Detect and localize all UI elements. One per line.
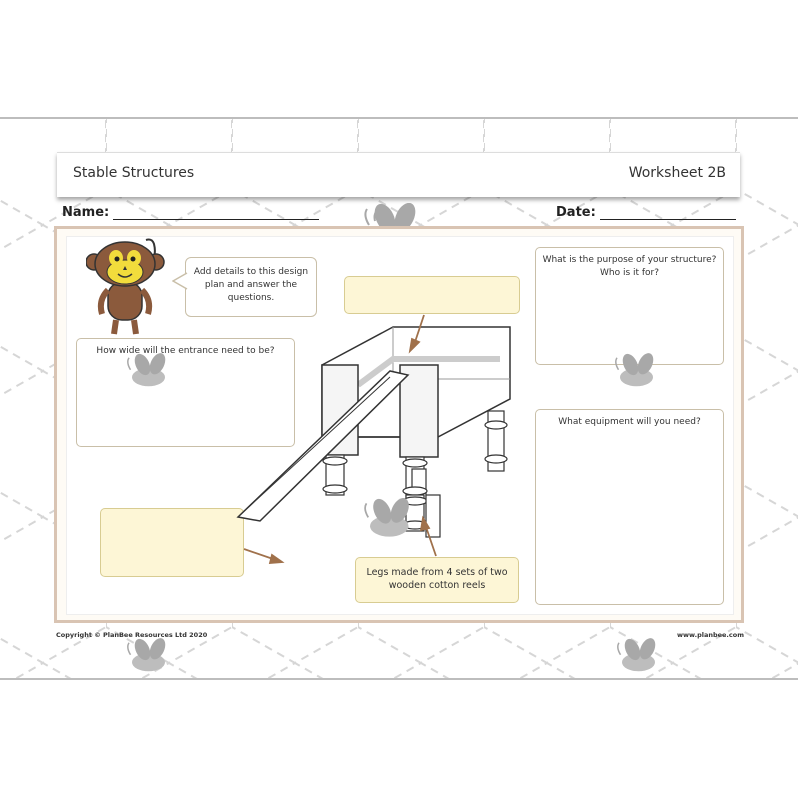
date-line[interactable] (599, 207, 736, 220)
bee-watermark-icon (617, 638, 656, 672)
blank-note-box-left[interactable] (100, 508, 244, 577)
legs-note-box[interactable]: Legs made from 4 sets of two wooden cott… (355, 557, 519, 603)
bee-watermark-icon (127, 638, 166, 672)
legs-note-text: Legs made from 4 sets of two wooden cott… (366, 567, 508, 591)
instructions-text: Add details to this design plan and answ… (193, 267, 309, 303)
speech-bubble-tail (172, 272, 188, 290)
worksheet-number: Worksheet 2B (628, 165, 726, 181)
stable-structure-drawing (236, 326, 511, 538)
name-label: Name: (62, 205, 110, 220)
date-label: Date: (556, 205, 596, 220)
title-bar: Stable Structures Worksheet 2B (57, 152, 740, 197)
bee-watermark-icon (364, 498, 409, 537)
equipment-question-text: What equipment will you need? (558, 417, 701, 427)
instructions-speech-bubble: Add details to this design plan and answ… (185, 257, 317, 317)
bee-watermark-icon (127, 353, 166, 387)
worksheet: Stable Structures Worksheet 2B Name: Dat… (0, 117, 798, 680)
purpose-question-text: What is the purpose of your structure? W… (542, 255, 717, 278)
arrow-lines (243, 314, 437, 565)
website-link[interactable]: www.planbee.com (677, 631, 744, 639)
page-title: Stable Structures (73, 165, 195, 181)
monkey-mascot-icon (86, 238, 165, 335)
date-field[interactable]: Date: (556, 205, 736, 220)
bee-watermark-icon (615, 353, 654, 387)
name-field[interactable]: Name: (62, 205, 320, 220)
name-line[interactable] (113, 207, 320, 220)
blank-note-box-top[interactable] (344, 276, 520, 314)
purpose-question-box[interactable]: What is the purpose of your structure? W… (535, 247, 724, 365)
copyright-text: Copyright © PlanBee Resources Ltd 2020 (56, 631, 208, 639)
entrance-question-box[interactable]: How wide will the entrance need to be? (76, 338, 295, 447)
equipment-question-box[interactable]: What equipment will you need? (535, 409, 724, 605)
entrance-question-text: How wide will the entrance need to be? (96, 346, 275, 356)
